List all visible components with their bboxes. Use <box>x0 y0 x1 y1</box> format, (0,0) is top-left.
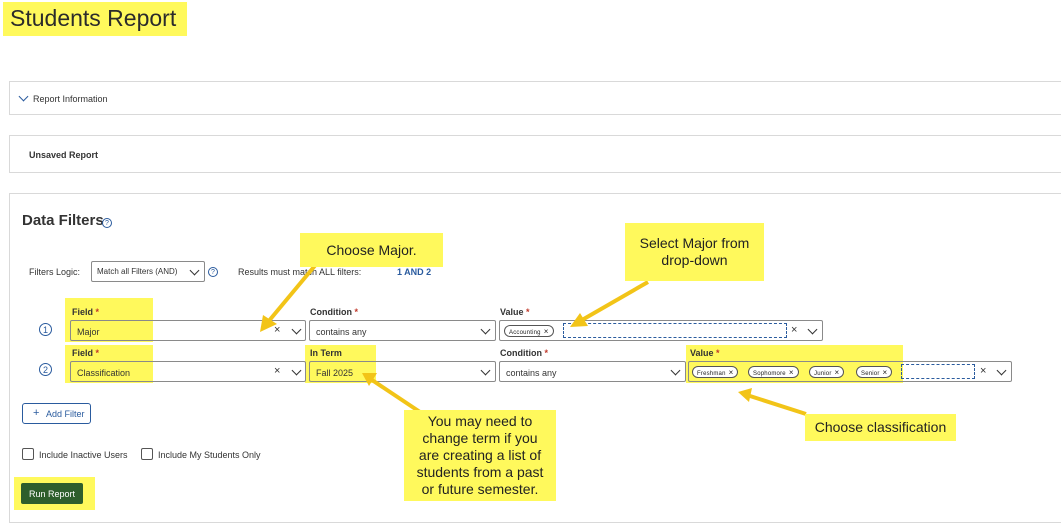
page-title: Students Report <box>10 5 177 31</box>
value-search-input[interactable] <box>563 323 787 338</box>
filter-number-2: 2 <box>39 363 52 376</box>
report-information-label: Report Information <box>33 94 108 104</box>
filter2-value-select[interactable]: Freshman× Sophomore× Junior× Senior× × <box>688 361 1012 382</box>
filter2-field-label: Field * <box>72 348 100 358</box>
filter2-condition-label: Condition * <box>500 348 549 358</box>
filter2-term-select[interactable]: Fall 2025 <box>309 361 496 382</box>
close-icon[interactable]: × <box>791 324 798 336</box>
tag-sophomore[interactable]: Sophomore× <box>748 366 799 378</box>
tag-freshman[interactable]: Freshman× <box>692 366 739 378</box>
field-highlight-2 <box>65 345 153 383</box>
tag-accounting[interactable]: Accounting× <box>504 325 554 337</box>
help-icon[interactable]: ? <box>102 218 112 228</box>
filters-logic-value: Match all Filters (AND) <box>97 267 178 276</box>
title-highlight <box>3 2 187 36</box>
callout-select-major: Select Major from drop-down <box>625 223 764 281</box>
run-report-button[interactable]: Run Report <box>21 483 83 504</box>
results-text: Results must match ALL filters: <box>238 267 362 277</box>
results-value: 1 AND 2 <box>397 267 432 277</box>
chevron-down-icon[interactable] <box>996 365 1007 376</box>
plus-icon: + <box>33 407 40 419</box>
filter1-value-label: Value * <box>500 307 530 317</box>
tag-senior[interactable]: Senior× <box>856 366 893 378</box>
filter2-condition-value: contains any <box>506 368 557 378</box>
include-inactive-label: Include Inactive Users <box>39 450 128 460</box>
callout-change-term: You may need to change term if you are c… <box>404 410 556 501</box>
filter2-value-label: Value * <box>690 348 720 358</box>
filter1-condition-select[interactable]: contains any <box>309 320 496 341</box>
filters-logic-select[interactable]: Match all Filters (AND) <box>91 261 205 282</box>
filter1-value-select[interactable]: Accounting× × <box>499 320 823 341</box>
chevron-down-icon <box>670 365 681 376</box>
filter2-field-select[interactable]: Classification × <box>70 361 306 382</box>
close-icon[interactable]: × <box>274 324 281 336</box>
report-name-panel: Unsaved Report <box>9 135 1061 173</box>
help-icon[interactable]: ? <box>208 267 218 277</box>
report-name: Unsaved Report <box>29 150 99 160</box>
include-my-students-label: Include My Students Only <box>158 450 261 460</box>
chevron-down-icon <box>480 324 491 335</box>
run-report-label: Run Report <box>29 489 76 499</box>
callout-choose-major: Choose Major. <box>300 233 443 267</box>
filters-logic-label: Filters Logic: <box>29 267 81 277</box>
filter1-field-select[interactable]: Major × <box>70 320 306 341</box>
include-inactive-checkbox[interactable] <box>22 448 34 460</box>
include-my-students-checkbox[interactable] <box>141 448 153 460</box>
close-icon[interactable]: × <box>274 365 281 377</box>
chevron-down-icon <box>18 91 29 102</box>
chevron-down-icon[interactable] <box>291 365 302 376</box>
filter-number-1: 1 <box>39 323 52 336</box>
add-filter-label: Add Filter <box>46 409 85 419</box>
callout-choose-classification: Choose classification <box>805 414 956 441</box>
filter1-condition-label: Condition * <box>310 307 359 317</box>
report-information-panel[interactable]: Report Information <box>9 81 1061 115</box>
close-icon[interactable]: × <box>980 365 987 377</box>
chevron-down-icon[interactable] <box>291 324 302 335</box>
add-filter-button[interactable]: + Add Filter <box>22 403 91 424</box>
data-filters-heading: Data Filters <box>22 212 104 229</box>
chevron-down-icon <box>480 365 491 376</box>
chevron-down-icon <box>189 265 200 276</box>
tag-junior[interactable]: Junior× <box>809 366 845 378</box>
filter2-condition-select[interactable]: contains any <box>499 361 686 382</box>
chevron-down-icon[interactable] <box>807 324 818 335</box>
filter1-condition-value: contains any <box>316 327 367 337</box>
value-search-input[interactable] <box>901 364 975 379</box>
filter1-field-label: Field * <box>72 307 100 317</box>
filter1-field-value: Major <box>77 327 100 337</box>
filter2-term-label: In Term <box>310 348 342 358</box>
filter2-field-value: Classification <box>77 368 131 378</box>
filter2-term-value: Fall 2025 <box>316 368 354 378</box>
